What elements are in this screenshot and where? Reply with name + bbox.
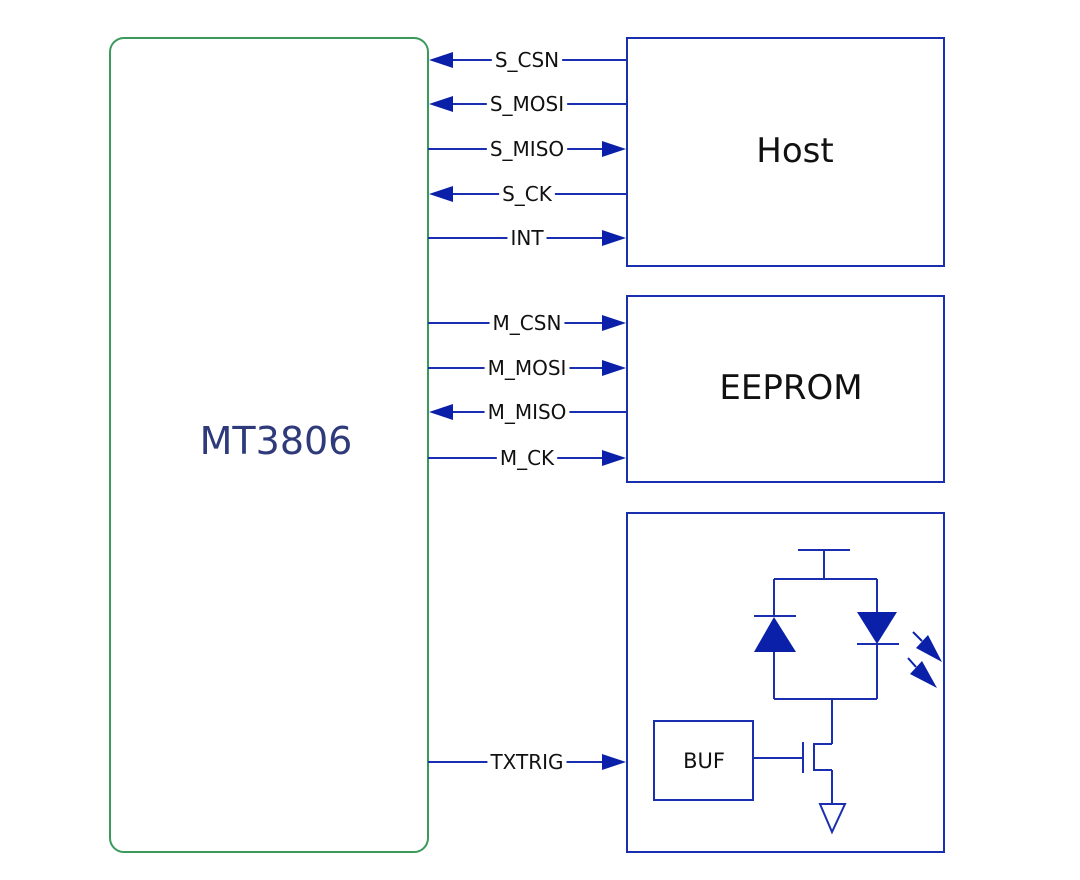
signal-int: INT xyxy=(428,226,626,250)
signal-label: M_CSN xyxy=(493,311,562,335)
signal-lines: S_CSN S_MOSI S_MISO S_CK INT M_CSN M_MOSI M_MIS… xyxy=(428,48,627,774)
arrow-head-icon xyxy=(602,230,626,246)
laser-diode-icon xyxy=(857,612,897,644)
mosfet-channel xyxy=(813,743,832,771)
arrow-head-icon xyxy=(602,360,626,376)
arrow-head-icon xyxy=(429,186,453,202)
signal-s-ck: S_CK xyxy=(429,182,627,206)
signal-label: M_MOSI xyxy=(488,356,567,380)
emission-arrow-icon xyxy=(910,661,937,688)
arrow-head-icon xyxy=(429,404,453,420)
signal-txtrig: TXTRIG xyxy=(428,750,626,774)
arrow-head-icon xyxy=(602,315,626,331)
signal-s-miso: S_MISO xyxy=(428,137,626,161)
signal-m-csn: M_CSN xyxy=(428,311,626,335)
arrow-head-icon xyxy=(602,450,626,466)
buffer-label: BUF xyxy=(683,749,725,773)
emission-arrow-icon xyxy=(916,635,942,662)
signal-label: INT xyxy=(510,226,544,250)
arrow-head-icon xyxy=(602,754,626,770)
host-block xyxy=(626,37,945,267)
signal-s-csn: S_CSN xyxy=(429,48,627,72)
signal-label: S_CK xyxy=(502,182,553,206)
photodiode-icon xyxy=(754,617,796,652)
chip-block xyxy=(109,37,429,853)
laser-block xyxy=(626,512,945,853)
signal-label: TXTRIG xyxy=(489,750,563,774)
signal-label: M_MISO xyxy=(488,400,567,424)
arrow-head-icon xyxy=(602,141,626,157)
signal-m-ck: M_CK xyxy=(428,446,626,470)
signal-label: S_CSN xyxy=(495,48,559,72)
chip-label: MT3806 xyxy=(200,419,353,463)
eeprom-block xyxy=(626,295,945,483)
arrow-head-icon xyxy=(429,96,453,112)
arrow-head-icon xyxy=(429,52,453,68)
signal-label: S_MOSI xyxy=(490,92,564,116)
signal-label: S_MISO xyxy=(490,137,564,161)
ground-symbol xyxy=(818,803,847,835)
signal-m-mosi: M_MOSI xyxy=(428,356,626,380)
host-label: Host xyxy=(756,131,833,171)
signal-s-mosi: S_MOSI xyxy=(429,92,627,116)
eeprom-label: EEPROM xyxy=(719,368,862,408)
signal-m-miso: M_MISO xyxy=(429,400,627,424)
signal-label: M_CK xyxy=(500,446,555,470)
laser-circuit xyxy=(753,549,899,835)
buffer-block xyxy=(653,720,754,801)
